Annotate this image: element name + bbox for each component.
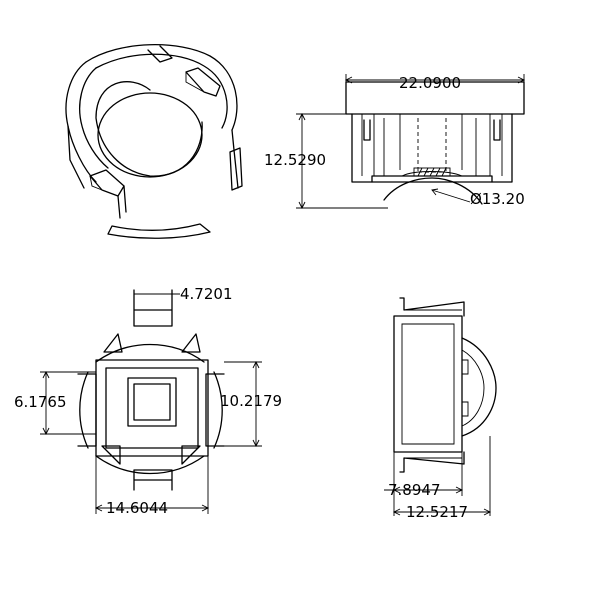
dim-arrow-profile-inner [392, 486, 464, 494]
dim-line-profile-inner [384, 452, 463, 496]
bottom-main-square [95, 359, 209, 457]
side-dome-inner [401, 171, 463, 177]
isometric-view [65, 44, 243, 239]
dim-text-right-height: 10.2179 [220, 392, 282, 410]
side-view: 22.0900 12.5290 Ø13.20 [264, 74, 526, 210]
side-center-hatch [417, 167, 447, 177]
iso-notch-top-left [147, 45, 173, 63]
side-inner-lines [361, 114, 503, 176]
profile-dome-inner [461, 349, 485, 427]
dim-text-profile-outer: 12.5217 [406, 503, 468, 521]
bottom-side-flats [77, 373, 225, 447]
profile-bottom-flange [399, 451, 465, 473]
profile-dome [461, 337, 497, 437]
side-clips [363, 119, 501, 141]
iso-rim-inner-left [79, 67, 109, 169]
iso-inner-cup [95, 81, 203, 177]
dim-line-profile-outer [393, 436, 491, 516]
iso-clip-left-stub [89, 175, 103, 191]
dim-text-left-height: 6.1765 [14, 393, 67, 411]
profile-small-boxes [462, 359, 469, 417]
profile-view: 7.8947 12.5217 [384, 297, 497, 521]
iso-clip-top-right [185, 67, 221, 97]
dim-arrow-right-height [252, 360, 260, 448]
dim-arrow-bottom-width [94, 504, 210, 512]
bottom-window-outer [127, 377, 177, 427]
iso-rim-inner [95, 53, 228, 129]
dim-text-side-width: 22.0900 [399, 74, 461, 92]
profile-top-flange [399, 297, 465, 317]
dim-text-top-slot: 4.7201 [180, 285, 233, 303]
side-flange [345, 81, 525, 115]
dim-text-lens-diameter: Ø13.20 [470, 190, 525, 208]
dim-line-left-height [40, 371, 96, 435]
dim-line-side-height [296, 113, 388, 209]
bottom-bottom-slot [133, 469, 173, 491]
bottom-triangle-bl [101, 445, 121, 465]
bottom-triangle-tr [181, 333, 201, 353]
dim-line-lens-diameter [431, 189, 471, 203]
bottom-triangle-br [181, 445, 201, 465]
dim-line-side-width [345, 74, 525, 90]
bottom-inner-square [105, 367, 199, 449]
iso-clip-left [89, 169, 125, 197]
bottom-top-slot [133, 289, 173, 327]
bottom-window-inner [133, 383, 171, 421]
dim-text-profile-inner: 7.8947 [388, 481, 441, 499]
side-body [351, 113, 513, 183]
dim-arrow-profile-outer [392, 508, 492, 516]
side-center-block [413, 167, 451, 177]
bottom-outer-circle [79, 343, 223, 475]
dim-arrow-lens-diameter [431, 188, 439, 196]
dim-text-bottom-width: 14.6044 [106, 499, 168, 517]
dim-text-side-height: 12.5290 [264, 151, 326, 169]
iso-wall-lower [117, 185, 127, 219]
side-step [371, 175, 493, 183]
bottom-view: 4.7201 6.1765 10.2179 14.6044 [14, 285, 282, 517]
iso-wall-left [67, 125, 85, 189]
dim-arrow-left-height [42, 370, 50, 436]
iso-rim-outer [85, 44, 238, 131]
profile-body [393, 315, 463, 453]
bottom-triangle-tl [103, 333, 123, 353]
side-hidden-lines [417, 118, 447, 173]
iso-wall-right [231, 129, 239, 189]
side-dome [383, 177, 483, 205]
iso-clip-top-right-stub [185, 72, 205, 93]
profile-body-inner [401, 323, 455, 445]
dim-arrow-side-width [344, 76, 526, 84]
dim-arrow-side-height [298, 112, 306, 210]
dim-line-bottom-width [95, 456, 209, 514]
iso-right-tab [229, 147, 243, 191]
iso-bottom-skirt [107, 223, 211, 239]
